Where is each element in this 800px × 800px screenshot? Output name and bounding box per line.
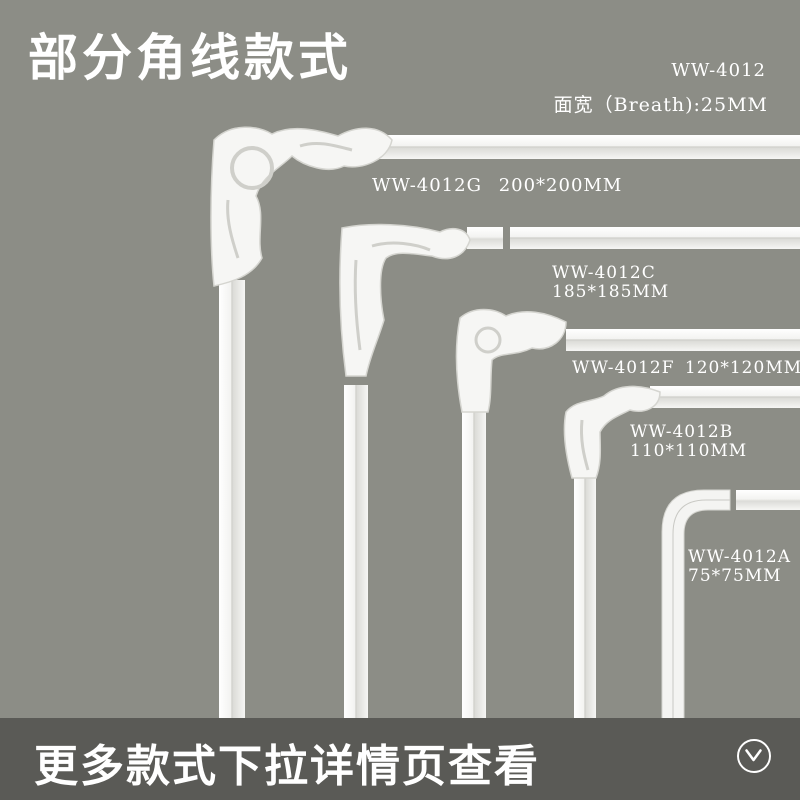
face-width: 面宽（Breath):25MM [553,94,768,116]
molding-4012f [455,308,800,720]
label-4012b-size: 110*110MM [630,441,748,461]
label-4012g: WW-4012G 200*200MM [372,176,622,195]
footer-banner: 更多款式下拉详情页查看 [0,718,800,800]
label-4012a: WW-4012A 75*75MM [688,548,791,586]
label-4012g-size: 200*200MM [498,175,623,196]
label-4012a-size: 75*75MM [688,566,782,586]
label-4012a-model: WW-4012A [688,547,791,567]
chevron-down-circle-icon[interactable] [737,739,771,773]
series-model: WW-4012 [671,60,766,81]
label-4012c: WW-4012C 185*185MM [552,264,669,302]
label-4012c-size: 185*185MM [552,282,670,302]
molding-4012a [661,489,800,720]
molding-illustration [210,126,800,720]
page-title: 部分角线款式 [28,29,352,87]
molding-4012c [339,223,800,720]
molding-4012b [563,385,800,720]
label-4012b-model: WW-4012B [630,422,734,442]
label-4012b: WW-4012B 110*110MM [630,423,747,461]
footer-text: 更多款式下拉详情页查看 [34,741,540,792]
label-4012f: WW-4012F 120*120MM [572,359,800,378]
label-4012c-model: WW-4012C [552,263,656,283]
label-4012f-size: 120*120MM [684,358,800,378]
chevron-down-icon [745,749,762,762]
label-4012g-model: WW-4012G [372,175,482,196]
label-4012f-model: WW-4012F [572,358,675,378]
molding-4012g [210,126,800,720]
